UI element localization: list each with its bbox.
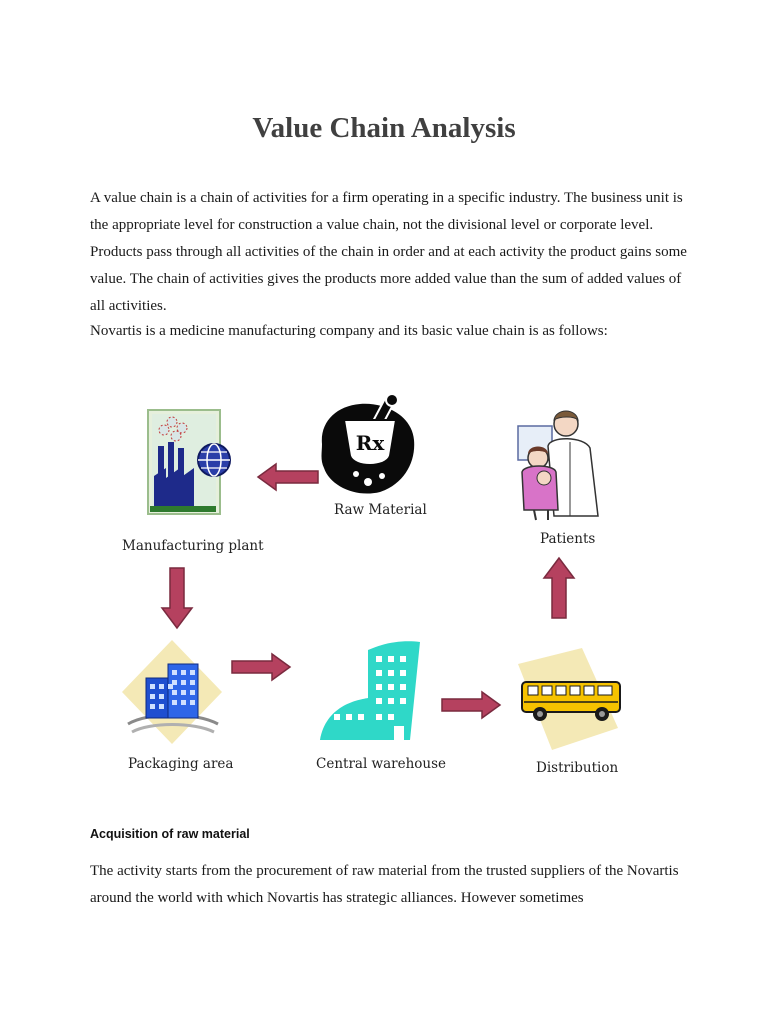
intro-paragraph: A value chain is a chain of activities f…: [90, 185, 690, 320]
warehouse-building-icon: [316, 636, 426, 748]
arrow-packaging-to-warehouse: [230, 652, 292, 682]
arrow-raw-to-manufacturing: [256, 462, 322, 492]
arrow-distribution-to-patients: [542, 556, 576, 620]
section-heading: Acquisition of raw material: [90, 827, 250, 841]
arrow-manufacturing-to-packaging: [160, 566, 194, 630]
manufacturing-plant-label: Manufacturing plant: [122, 538, 264, 554]
packaging-building-icon: [118, 638, 226, 748]
novartis-paragraph: Novartis is a medicine manufacturing com…: [90, 318, 690, 345]
factory-icon: [146, 408, 234, 518]
arrow-warehouse-to-distribution: [440, 690, 502, 720]
doctor-patient-icon: [514, 406, 606, 522]
raw-material-label: Raw Material: [334, 502, 427, 518]
page-title: Value Chain Analysis: [0, 112, 768, 145]
mortar-pestle-icon: Rx: [316, 392, 420, 498]
central-warehouse-label: Central warehouse: [316, 756, 446, 772]
distribution-label: Distribution: [536, 760, 618, 776]
packaging-area-label: Packaging area: [128, 756, 233, 772]
rx-symbol: Rx: [356, 431, 386, 455]
acquisition-paragraph: The activity starts from the procurement…: [90, 858, 690, 912]
value-chain-diagram: Manufacturing plant Rx Raw Material Pati…: [0, 380, 768, 800]
patients-label: Patients: [540, 531, 595, 547]
school-bus-icon: [512, 644, 624, 756]
